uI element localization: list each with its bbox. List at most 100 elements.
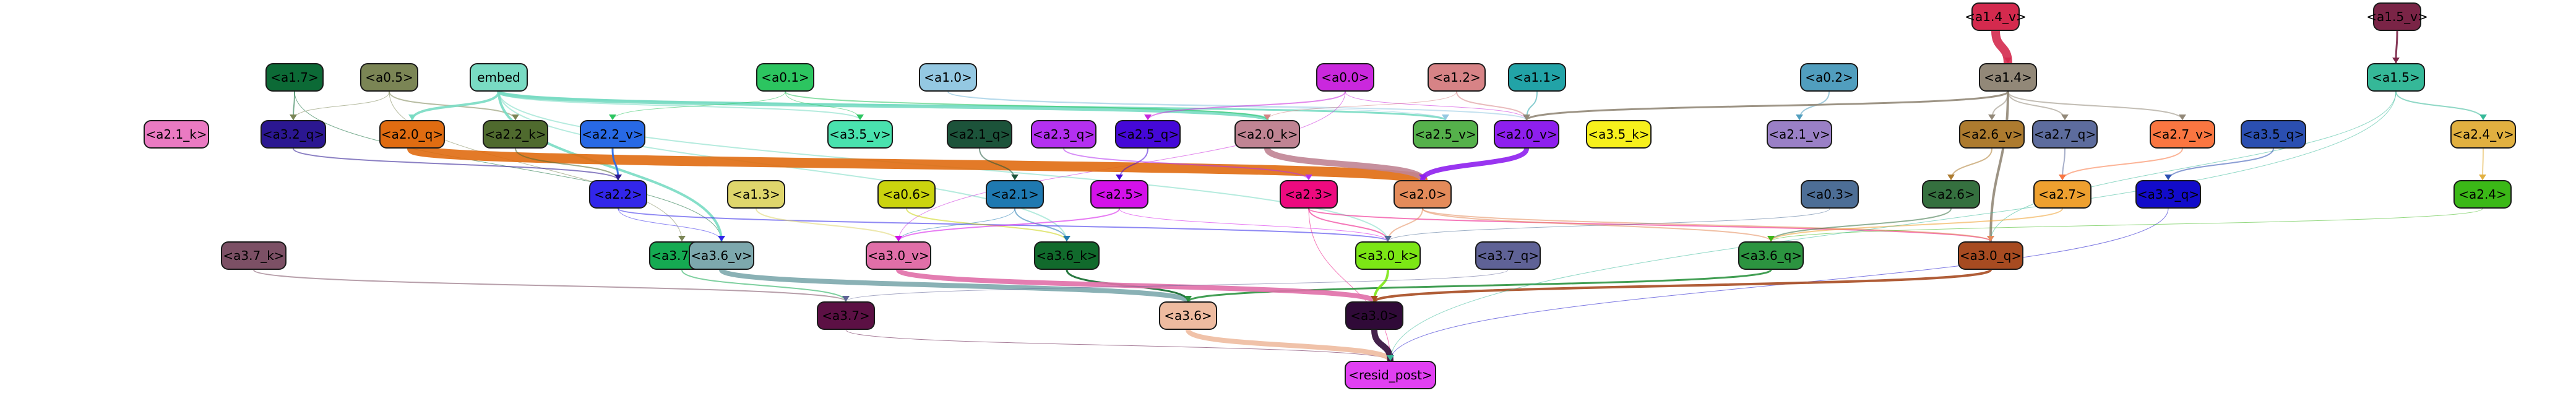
node-a1-5-v[interactable]: <a1.5_v>	[2366, 2, 2428, 31]
node-a3-7-k[interactable]: <a3.7_k>	[221, 241, 286, 270]
edge-a0-1-to-a2-0-k	[785, 91, 1268, 121]
edge-arrowhead	[1796, 114, 1803, 120]
node-a1-3[interactable]: <a1.3>	[727, 180, 785, 209]
node-a1-5[interactable]: <a1.5>	[2367, 63, 2425, 92]
node-a2-5-v[interactable]: <a2.5_v>	[1413, 120, 1478, 149]
edge-arrowhead	[1063, 236, 1070, 241]
node-a2-5-q[interactable]: <a2.5_q>	[1115, 120, 1181, 149]
edge-a1-4-to-a2-0-v	[1525, 90, 2009, 121]
node-a2-3-q[interactable]: <a2.3_q>	[1031, 120, 1096, 149]
edge-arrowhead	[1387, 355, 1394, 361]
node-a2-5[interactable]: <a2.5>	[1090, 180, 1148, 209]
node-a1-7[interactable]: <a1.7>	[265, 63, 324, 92]
node-a2-6[interactable]: <a2.6>	[1922, 180, 1980, 209]
node-a3-7[interactable]: <a3.7>	[817, 301, 875, 330]
node-a2-0-q[interactable]: <a2.0_q>	[379, 120, 445, 149]
node-a2-7-v[interactable]: <a2.7_v>	[2150, 120, 2215, 149]
node-a3-5-q[interactable]: <a3.5_q>	[2241, 120, 2306, 149]
edge-a1-4-to-a3-0-q	[1989, 91, 2009, 242]
edge-arrowhead	[2004, 58, 2012, 63]
node-a0-2[interactable]: <a0.2>	[1800, 63, 1858, 92]
node-a3-7-q[interactable]: <a3.7_q>	[1475, 241, 1541, 270]
node-a0-0[interactable]: <a0.0>	[1316, 63, 1374, 92]
node-a0-6[interactable]: <a0.6>	[877, 180, 936, 209]
edge-a3-6-to-resid-post	[1186, 329, 1393, 362]
node-a2-0-k[interactable]: <a2.0_k>	[1234, 120, 1300, 149]
edge-a0-0-to-a2-0-v	[1345, 91, 1527, 121]
node-a3-0-q[interactable]: <a3.0_q>	[1958, 241, 2023, 270]
node-a2-4[interactable]: <a2.4>	[2453, 180, 2512, 209]
node-a3-6[interactable]: <a3.6>	[1159, 301, 1217, 330]
edge-a0-5-to-a3-2-q	[293, 91, 390, 121]
node-a0-3[interactable]: <a0.3>	[1801, 180, 1859, 209]
node-a1-1[interactable]: <a1.1>	[1508, 63, 1566, 92]
edge-arrowhead	[2392, 58, 2400, 63]
edge-arrowhead	[1767, 236, 1775, 241]
edge-arrowhead	[1264, 114, 1271, 120]
edge-arrowhead	[1384, 236, 1392, 241]
node-embed[interactable]: embed	[470, 63, 528, 92]
edge-a0-0-to-a2-5-q	[1147, 91, 1346, 121]
edge-a3-7-v-to-a3-7	[681, 269, 846, 302]
node-a3-5-k[interactable]: <a3.5_k>	[1586, 120, 1652, 149]
node-a0-5[interactable]: <a0.5>	[360, 63, 418, 92]
node-a2-7[interactable]: <a2.7>	[2033, 180, 2091, 209]
node-a2-1[interactable]: <a2.1>	[986, 180, 1044, 209]
node-a2-2-v[interactable]: <a2.2_v>	[580, 120, 645, 149]
edge-arrowhead	[2165, 175, 2172, 180]
edge-a2-3-to-resid-post	[1308, 208, 1391, 361]
node-a2-1-q[interactable]: <a2.1_q>	[947, 120, 1012, 149]
edge-a1-5-to-a3-0-q	[1990, 91, 2397, 242]
edge-a3-7-q-to-a3-7	[845, 269, 1509, 302]
node-a2-7-q[interactable]: <a2.7_q>	[2032, 120, 2098, 149]
node-a2-2-k[interactable]: <a2.2_k>	[483, 120, 548, 149]
edge-a1-2-to-a2-0-k	[1267, 91, 1457, 121]
edge-a2-5-to-a3-0-v	[898, 208, 1120, 242]
edge-arrowhead	[1144, 114, 1152, 120]
node-a3-5-v[interactable]: <a3.5_v>	[827, 120, 893, 149]
node-a2-4-v[interactable]: <a2.4_v>	[2450, 120, 2516, 149]
edge-a2-3-to-a3-0-q	[1308, 208, 1991, 242]
edge-a2-1-to-a3-0-v	[898, 208, 1015, 242]
node-a0-1[interactable]: <a0.1>	[756, 63, 814, 92]
node-a2-0[interactable]: <a2.0>	[1394, 180, 1452, 209]
edge-arrowhead	[1987, 236, 1994, 241]
node-a3-3-q[interactable]: <a3.3_q>	[2135, 180, 2201, 209]
edge-arrowhead	[1305, 175, 1312, 180]
node-a2-1-k[interactable]: <a2.1_k>	[144, 120, 209, 149]
node-a3-0[interactable]: <a3.0>	[1345, 301, 1403, 330]
edge-a2-3-q-to-a2-3	[1063, 148, 1309, 181]
node-a3-6-v[interactable]: <a3.6_v>	[689, 241, 754, 270]
node-a2-0-v[interactable]: <a2.0_v>	[1494, 120, 1559, 149]
edge-a2-4-to-a3-6-q	[1770, 208, 2483, 242]
edge-a2-5-to-a3-0-k	[1119, 208, 1389, 242]
edge-arrowhead	[2479, 175, 2486, 180]
node-a1-2[interactable]: <a1.2>	[1428, 63, 1486, 92]
node-a3-2-q[interactable]: <a3.2_q>	[261, 120, 326, 149]
node-a3-6-q[interactable]: <a3.6_q>	[1738, 241, 1804, 270]
edge-arrowhead	[2179, 114, 2186, 120]
node-a2-2[interactable]: <a2.2>	[589, 180, 647, 209]
edge-arrowhead	[1011, 175, 1019, 180]
node-a1-4[interactable]: <a1.4>	[1979, 63, 2037, 92]
edge-a1-0-to-a2-5-v	[947, 91, 1446, 121]
node-a2-3[interactable]: <a2.3>	[1280, 180, 1338, 209]
node-a3-6-k[interactable]: <a3.6_k>	[1034, 241, 1100, 270]
node-a1-4-v[interactable]: <a1.4_v>	[1965, 2, 2027, 31]
edge-a2-7-to-a3-6-q	[1770, 208, 2063, 242]
edge-arrowhead	[842, 296, 850, 301]
node-a3-0-k[interactable]: <a3.0_k>	[1355, 241, 1421, 270]
node-a3-0-v[interactable]: <a3.0_v>	[866, 241, 931, 270]
edge-arrowhead	[614, 175, 622, 180]
edge-arrowhead	[1116, 175, 1123, 180]
edge-arrowhead	[1371, 296, 1378, 301]
edge-a2-2-to-a3-6-v	[618, 208, 722, 242]
node-resid-post[interactable]: <resid_post>	[1345, 361, 1436, 389]
edge-a1-5-to-a2-4-v	[2395, 91, 2484, 121]
node-a2-6-v[interactable]: <a2.6_v>	[1959, 120, 2025, 149]
node-a1-0[interactable]: <a1.0>	[919, 63, 977, 92]
node-a2-1-v[interactable]: <a2.1_v>	[1767, 120, 1832, 149]
edge-arrowhead	[512, 114, 519, 120]
